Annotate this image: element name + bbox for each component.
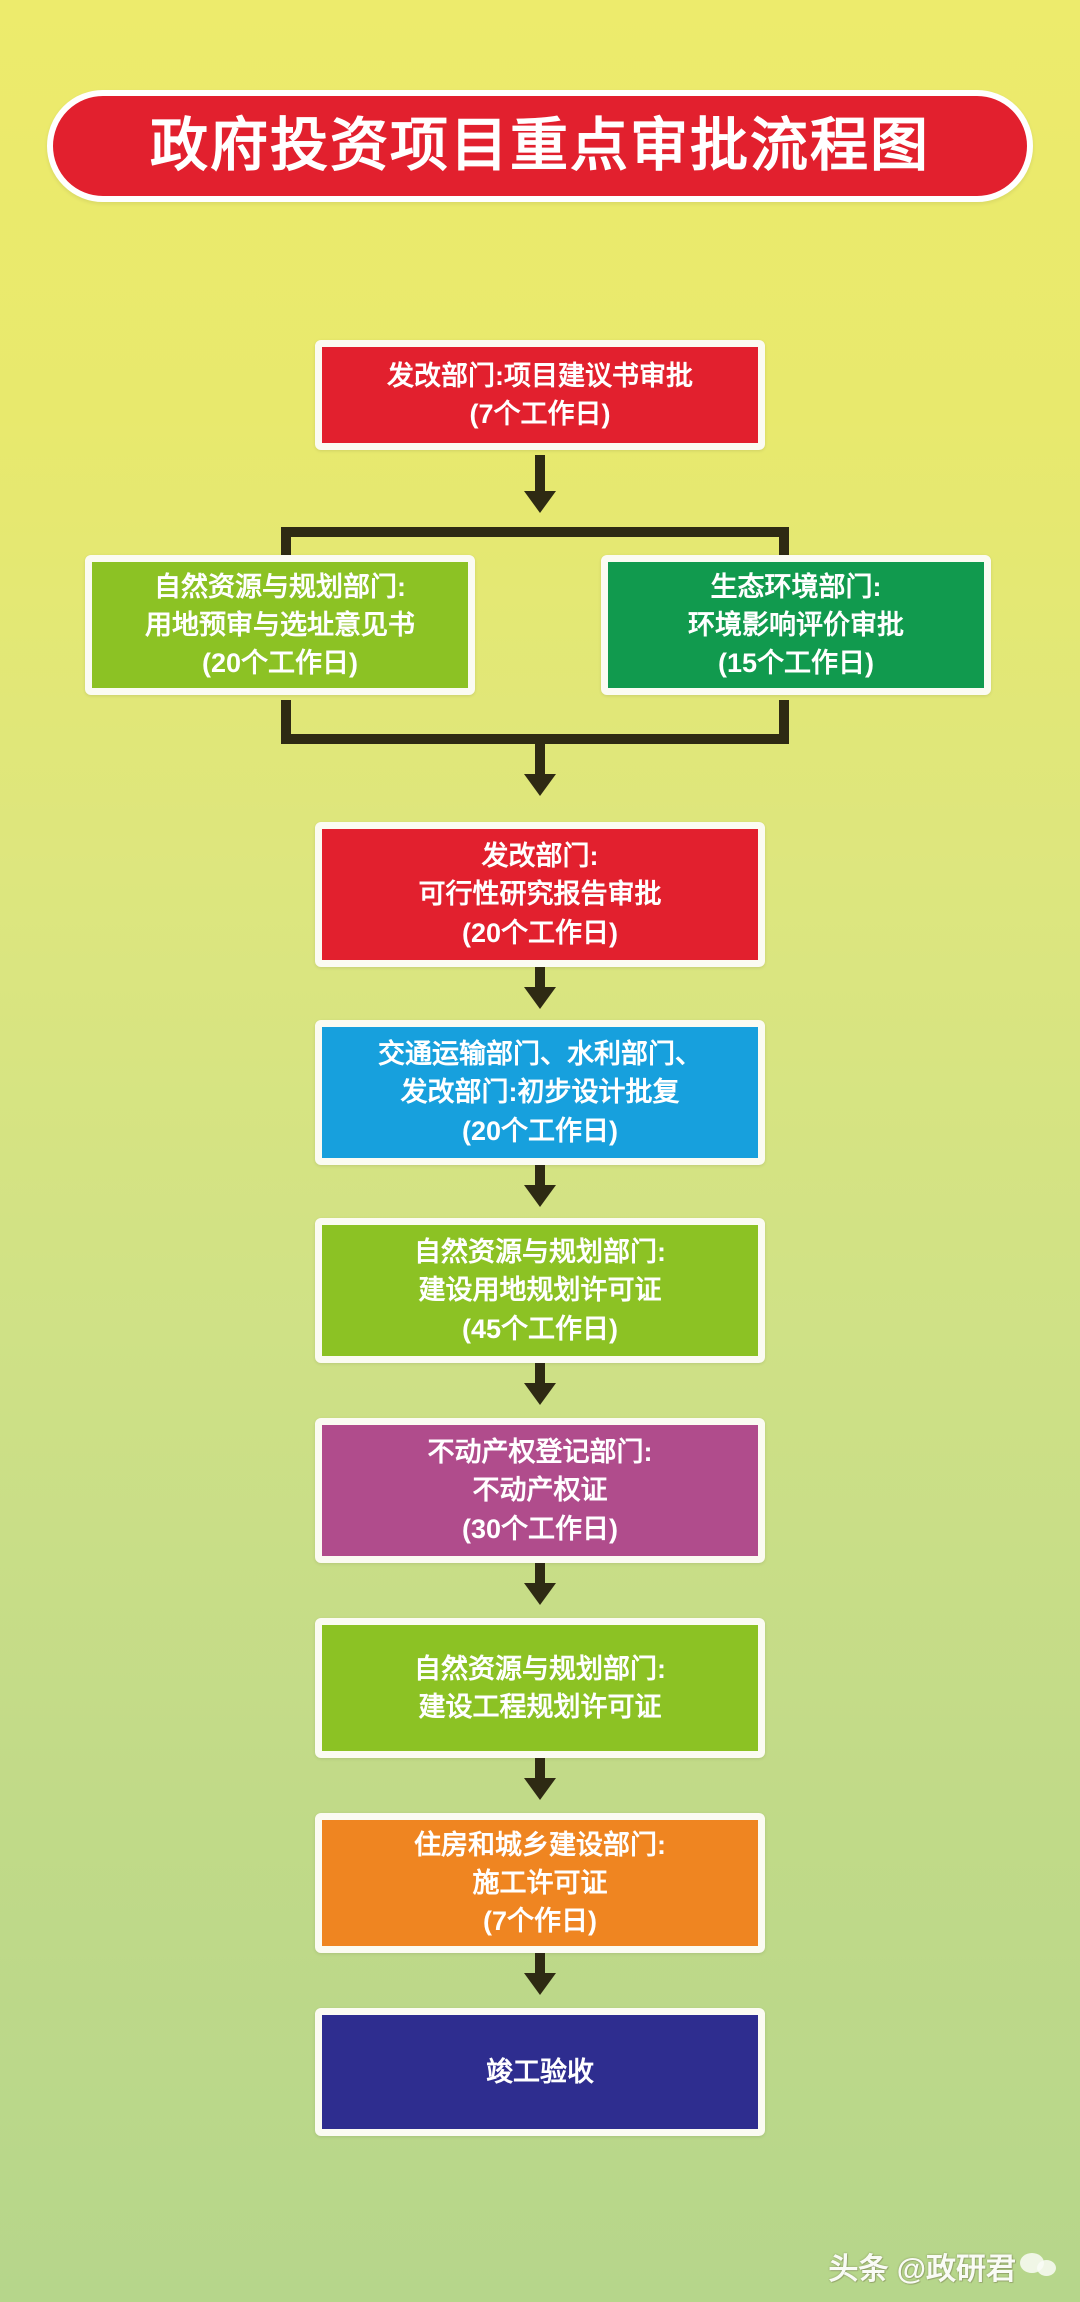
- connector-split-horizontal: [281, 527, 789, 537]
- node-line: 发改部门:: [481, 841, 599, 871]
- connector-merge-right-rise: [779, 700, 789, 744]
- connector-n1-down: [535, 455, 545, 493]
- node-line: 不动产权登记部门:: [427, 1437, 653, 1467]
- node-line: 生态环境部门:: [710, 571, 882, 602]
- toutiao-bubble-icon: [1020, 2253, 1060, 2279]
- node-line: 发改部门:项目建议书审批: [387, 360, 693, 391]
- node-line: 建设工程规划许可证: [418, 1692, 662, 1722]
- node-line: (20个工作日): [461, 917, 618, 948]
- node-line: 交通运输部门、水利部门、: [378, 1039, 702, 1069]
- connector-n7-down: [535, 1758, 545, 1780]
- node-line: 竣工验收: [486, 2056, 594, 2087]
- watermark: 头条 @政研君: [828, 2244, 1058, 2288]
- node-line: 自然资源与规划部门:: [414, 1237, 666, 1267]
- node-line: (30个工作日): [461, 1513, 618, 1544]
- node-line: 不动产权证: [472, 1475, 608, 1506]
- flow-node-n9[interactable]: 竣工验收: [315, 2008, 765, 2136]
- node-line: (7个作日): [483, 1906, 597, 1937]
- connector-split-left-drop: [281, 527, 291, 570]
- flow-node-n6[interactable]: 不动产权登记部门: 不动产权证 (30个工作日): [315, 1418, 765, 1563]
- node-line: 建设用地规划许可证: [418, 1275, 662, 1306]
- arrow-head-n7: [524, 1778, 556, 1800]
- page-title: 政府投资项目重点审批流程图: [149, 113, 930, 178]
- node-line: 可行性研究报告审批: [418, 879, 662, 910]
- flow-node-n8[interactable]: 住房和城乡建设部门: 施工许可证 (7个作日): [315, 1813, 765, 1953]
- connector-merge-left-rise: [281, 700, 291, 744]
- flow-node-n5[interactable]: 自然资源与规划部门: 建设用地规划许可证 (45个工作日): [315, 1218, 765, 1363]
- connector-n8-down: [535, 1953, 545, 1975]
- connector-n5-down: [535, 1363, 545, 1385]
- arrow-head-n3: [524, 987, 556, 1009]
- node-line: 用地预审与选址意见书: [145, 609, 415, 640]
- arrow-head-n8: [524, 1973, 556, 1995]
- connector-n6-down: [535, 1563, 545, 1585]
- arrow-head-merge: [524, 774, 556, 796]
- flow-node-n3[interactable]: 发改部门: 可行性研究报告审批 (20个工作日): [315, 822, 765, 967]
- arrow-head-n5: [524, 1383, 556, 1405]
- arrow-head-n4: [524, 1185, 556, 1207]
- node-line: 施工许可证: [472, 1867, 608, 1898]
- arrow-head-n6: [524, 1583, 556, 1605]
- connector-n3-down: [535, 967, 545, 989]
- flow-node-n4[interactable]: 交通运输部门、水利部门、 发改部门:初步设计批复 (20个工作日): [315, 1020, 765, 1165]
- page-title-banner: 政府投资项目重点审批流程图: [47, 90, 1033, 202]
- flow-node-n2a[interactable]: 自然资源与规划部门: 用地预审与选址意见书 (20个工作日): [85, 555, 475, 695]
- connector-split-right-drop: [779, 527, 789, 570]
- arrow-head-n1: [524, 491, 556, 513]
- node-line: 自然资源与规划部门:: [154, 571, 406, 602]
- node-line: (7个工作日): [469, 399, 611, 429]
- flow-node-n1[interactable]: 发改部门:项目建议书审批 (7个工作日): [315, 340, 765, 450]
- connector-merge-down: [535, 734, 545, 776]
- node-line: (45个工作日): [461, 1313, 618, 1344]
- node-line: 发改部门:初步设计批复: [400, 1077, 680, 1108]
- watermark-text: 头条 @政研君: [828, 2253, 1016, 2286]
- connector-n4-down: [535, 1165, 545, 1187]
- node-line: (15个工作日): [717, 648, 874, 679]
- node-line: 环境影响评价审批: [688, 609, 904, 640]
- node-line: (20个工作日): [201, 648, 358, 679]
- node-line: 住房和城乡建设部门:: [414, 1829, 666, 1860]
- node-line: (20个工作日): [461, 1115, 618, 1146]
- node-line: 自然资源与规划部门:: [414, 1653, 666, 1684]
- flow-node-n2b[interactable]: 生态环境部门: 环境影响评价审批 (15个工作日): [601, 555, 991, 695]
- flow-node-n7[interactable]: 自然资源与规划部门: 建设工程规划许可证: [315, 1618, 765, 1758]
